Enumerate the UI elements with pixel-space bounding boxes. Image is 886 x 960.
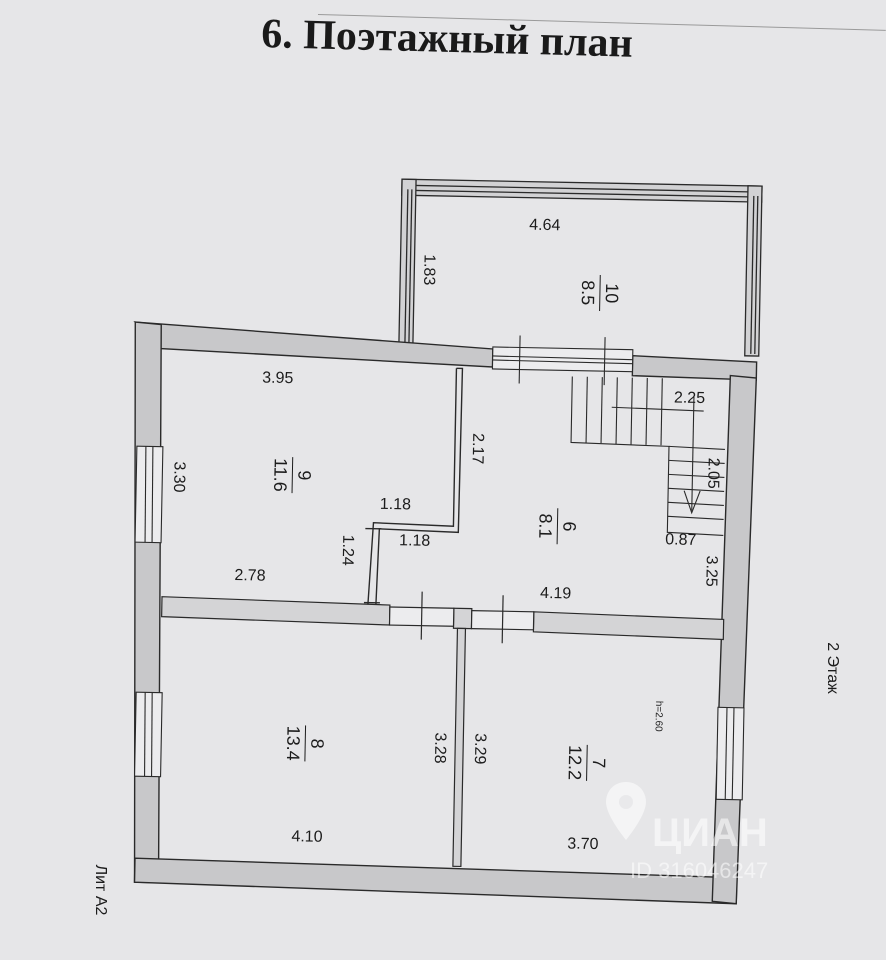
dim-stair-side: 2.05 bbox=[704, 457, 722, 489]
dim-r9-left: 3.30 bbox=[170, 461, 188, 493]
dim-r9-notch-top: 1.18 bbox=[380, 496, 412, 514]
room-area: 13.4 bbox=[283, 725, 304, 760]
map-pin-icon bbox=[606, 782, 646, 840]
windows bbox=[134, 335, 745, 801]
room-number: 6 bbox=[559, 521, 579, 531]
room-6-label: 6 8.1 bbox=[535, 508, 580, 545]
dim-r10-depth: 1.83 bbox=[420, 254, 438, 286]
dim-r9-bottom: 2.78 bbox=[234, 567, 266, 585]
dim-stair-bottom: 0.87 bbox=[665, 531, 697, 549]
inner-walls bbox=[161, 591, 725, 868]
dim-r6-left: 2.17 bbox=[469, 433, 487, 465]
room-7-label: 7 12.2 bbox=[565, 744, 609, 781]
dim-r9-top: 3.95 bbox=[262, 370, 294, 388]
dim-r7-left: 3.29 bbox=[471, 733, 489, 765]
dim-r6-bottom: 4.19 bbox=[540, 585, 572, 603]
room-8-label: 8 13.4 bbox=[283, 725, 327, 762]
dim-r6-right: 3.25 bbox=[702, 555, 720, 587]
room-area: 8.1 bbox=[535, 513, 555, 538]
partition-9-6 bbox=[363, 367, 464, 605]
room-number: 10 bbox=[602, 283, 622, 303]
room-number: 7 bbox=[589, 758, 609, 768]
dim-r7-bottom: 3.70 bbox=[567, 835, 599, 853]
room-9-label: 9 11.6 bbox=[270, 457, 314, 494]
room-number: 9 bbox=[294, 470, 314, 480]
dim-r8-right: 3.28 bbox=[431, 732, 449, 764]
room-10-label: 10 8.5 bbox=[578, 275, 622, 312]
balcony-walls bbox=[398, 178, 763, 357]
dim-r9-notch-side: 1.24 bbox=[339, 534, 357, 566]
room-area: 11.6 bbox=[270, 458, 291, 492]
dim-r10-width: 4.64 bbox=[529, 217, 561, 235]
floor-label: 2 Этаж bbox=[824, 642, 841, 694]
watermark: ЦИАН ID 316046247 bbox=[606, 782, 768, 883]
plan-group: 10 8.5 9 11.6 6 8.1 8 13.4 7 12.2 4.64 3… bbox=[133, 178, 763, 905]
room-area: 8.5 bbox=[578, 280, 598, 305]
room-number: 8 bbox=[307, 738, 327, 748]
lit-label: Лит А2 bbox=[92, 865, 109, 916]
watermark-brand: ЦИАН bbox=[652, 811, 768, 855]
dim-stair-top: 2.25 bbox=[674, 389, 706, 407]
room-area: 12.2 bbox=[565, 745, 586, 780]
dim-r6-notch: 1.18 bbox=[399, 532, 431, 550]
dim-r8-bottom: 4.10 bbox=[291, 828, 323, 846]
watermark-id: ID 316046247 bbox=[630, 858, 768, 883]
ceiling-height: h=2.60 bbox=[653, 701, 665, 733]
staircase bbox=[570, 376, 725, 536]
